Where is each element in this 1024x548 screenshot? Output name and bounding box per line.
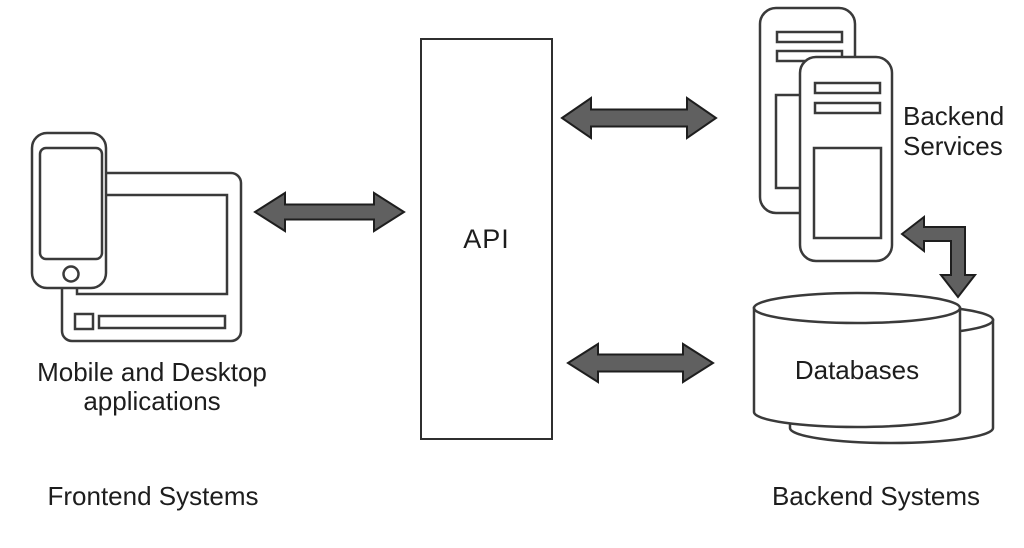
database-stack-icon bbox=[752, 291, 995, 445]
desktop-drive-slot bbox=[97, 314, 227, 330]
databases-label: Databases bbox=[794, 355, 920, 385]
database-front-top bbox=[752, 291, 962, 325]
api-node: API bbox=[420, 38, 553, 440]
server-front-body bbox=[798, 55, 894, 263]
arrow-services-databases bbox=[900, 214, 978, 299]
server-back-vent bbox=[775, 30, 844, 44]
arrow-api-backend-services bbox=[560, 96, 718, 140]
server-front-vent bbox=[813, 101, 882, 115]
arrow-api-databases bbox=[566, 342, 715, 384]
desktop-button bbox=[73, 312, 95, 331]
phone-body bbox=[30, 131, 108, 290]
phone-screen bbox=[38, 146, 104, 261]
server-front-vent bbox=[813, 81, 882, 95]
frontend-group-label: Frontend Systems bbox=[47, 481, 259, 511]
backend-services-label: Backend Services bbox=[903, 101, 1005, 161]
database-front-body bbox=[752, 306, 962, 429]
server-front-panel bbox=[812, 146, 883, 240]
arrow-frontend-api bbox=[253, 191, 406, 233]
server-stack-icon bbox=[758, 6, 894, 263]
mobile-and-desktop-icon bbox=[30, 131, 243, 343]
phone-home-button bbox=[62, 265, 80, 283]
frontend-caption: Mobile and Desktop applications bbox=[37, 357, 267, 416]
api-label: API bbox=[463, 223, 510, 254]
backend-group-label: Backend Systems bbox=[771, 481, 981, 511]
